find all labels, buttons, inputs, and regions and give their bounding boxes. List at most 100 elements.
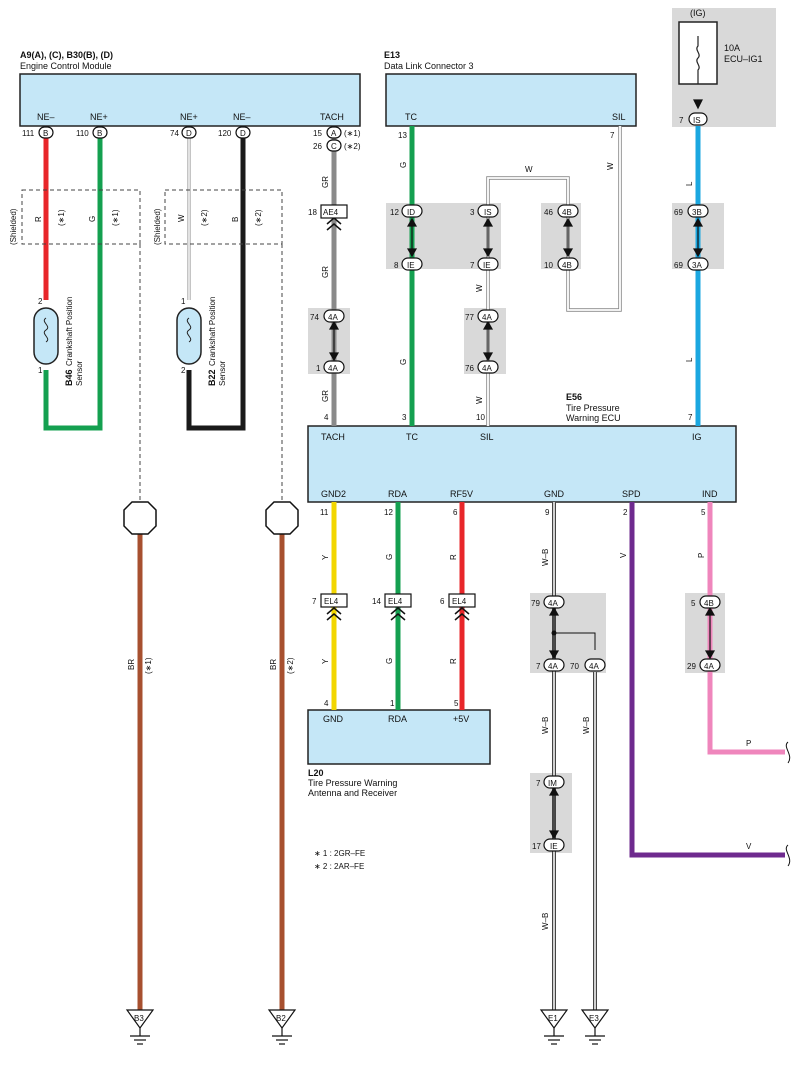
conn-pin: 29 <box>687 662 696 671</box>
conn-pin: 46 <box>544 208 553 217</box>
shield-node-2 <box>265 501 299 535</box>
conn-name: 4A <box>548 599 558 608</box>
wire-label: (∗2) <box>200 209 209 226</box>
rcv-pin-num: 4 <box>324 699 329 708</box>
ecm-pin-letter: A <box>331 129 337 138</box>
conn-name: 4B <box>704 599 714 608</box>
shield-node-1 <box>123 501 157 535</box>
shielded-label-2: (Shielded) <box>153 208 162 245</box>
wire-label: BR <box>269 659 278 670</box>
rcv-pin-num: 5 <box>454 699 459 708</box>
pin-ovals <box>38 112 721 852</box>
receiver-box <box>307 709 491 765</box>
ground-label-b3: B3 <box>134 1014 144 1023</box>
ecu-pin-gnd: GND <box>544 489 565 499</box>
ecm-pin-ne-minus-2: NE– <box>233 112 251 122</box>
wire-label: R <box>449 554 458 560</box>
wire-label: Y <box>321 658 330 664</box>
wire-label: (∗2) <box>254 209 263 226</box>
conn-pin: 74 <box>310 313 319 322</box>
conn-pin: 79 <box>531 599 540 608</box>
wire-label: G <box>385 554 394 560</box>
junction-line <box>554 632 596 650</box>
ecm-name: Engine Control Module <box>20 61 112 71</box>
ecm-pin-ne-plus-2: NE+ <box>180 112 198 122</box>
ecu-pin-num: 3 <box>402 413 407 422</box>
dlc-pin-tc: TC <box>405 112 417 122</box>
fuse-ig: (IG) <box>690 8 706 18</box>
rcv-pin-num: 1 <box>390 699 395 708</box>
wire-label: P <box>746 739 751 748</box>
conn-name: 4B <box>562 208 572 217</box>
wire-label: W–B <box>541 549 550 566</box>
ecm-pin-letter: B <box>43 129 48 138</box>
fuse-pin: 7 <box>679 116 684 125</box>
receiver-name-1: Tire Pressure Warning <box>308 778 397 788</box>
ecu-pin-num: 4 <box>324 413 329 422</box>
wire-label: G <box>385 658 394 664</box>
sensor-pin: 1 <box>181 297 186 306</box>
wire-label: V <box>619 552 628 558</box>
rcv-pin-rda: RDA <box>388 714 407 724</box>
ecu-pin-num: 10 <box>476 413 485 422</box>
conn-name: EL4 <box>388 597 403 606</box>
ecm-note: (∗2) <box>344 142 361 151</box>
ecm-code: A9(A), (C), B30(B), (D) <box>20 50 113 60</box>
wire-label: B <box>231 217 240 222</box>
wire-label: GR <box>321 266 330 278</box>
rcv-pin-gnd: GND <box>323 714 344 724</box>
shielded-label-1: (Shielded) <box>9 208 18 245</box>
ecu-pin-num: 7 <box>688 413 693 422</box>
sensor-b22-name2: Sensor <box>218 360 227 386</box>
ecm-pin-letter: D <box>240 129 246 138</box>
conn-name: IS <box>484 208 492 217</box>
conn-name: 4A <box>482 364 492 373</box>
receiver-name-2: Antenna and Receiver <box>308 788 397 798</box>
ecm-pin-tach: TACH <box>320 112 344 122</box>
conn-pin: 17 <box>532 842 541 851</box>
ecm-pin-ne-plus-1: NE+ <box>90 112 108 122</box>
conn-pin: 70 <box>570 662 579 671</box>
conn-name: 4A <box>328 364 338 373</box>
conn-pin: 1 <box>316 364 321 373</box>
wire-label: W <box>475 396 484 404</box>
conn-pin: 7 <box>536 779 541 788</box>
ecm-pin-letter: C <box>331 142 337 151</box>
wire-label: W <box>525 165 533 174</box>
wire-label: (∗1) <box>144 657 153 674</box>
wire-label: W <box>475 284 484 292</box>
conn-pin: 8 <box>394 261 399 270</box>
conn-pin: 6 <box>440 597 445 606</box>
ecm-box <box>19 73 361 127</box>
conn-name: IE <box>550 842 558 851</box>
ground-label-e3: E3 <box>589 1014 599 1023</box>
shield-box-2 <box>164 189 283 245</box>
ecu-pin-num: 11 <box>320 508 329 517</box>
ecu-box <box>307 425 737 503</box>
ecm-pin-num: 111 <box>22 129 35 138</box>
wire-green-b46 <box>43 138 103 431</box>
dlc-name: Data Link Connector 3 <box>384 61 474 71</box>
conn-pin: 12 <box>390 208 399 217</box>
sensor-b46-name: Crankshaft Position <box>65 297 74 366</box>
conn-pin: 3 <box>470 208 475 217</box>
sensor-pin: 2 <box>38 297 43 306</box>
ecm-pin-num: 26 <box>313 142 322 151</box>
conn-pin: 69 <box>674 261 683 270</box>
ecu-pin-tc: TC <box>406 432 418 442</box>
conn-name: EL4 <box>452 597 467 606</box>
sensor-b22-name: Crankshaft Position <box>208 297 217 366</box>
ecu-pin-tach: TACH <box>321 432 345 442</box>
dlc-pin-num: 13 <box>398 131 407 140</box>
conn-name: 3A <box>692 261 702 270</box>
shield-box-1 <box>21 189 141 245</box>
conn-pin: 69 <box>674 208 683 217</box>
dlc-box <box>385 73 637 127</box>
wire-label: R <box>34 216 43 222</box>
dlc-code: E13 <box>384 50 400 60</box>
conn-pin: 76 <box>465 364 474 373</box>
conn-name: ID <box>407 208 415 217</box>
receiver-code: L20 <box>308 768 324 778</box>
wire-label: G <box>399 162 408 168</box>
